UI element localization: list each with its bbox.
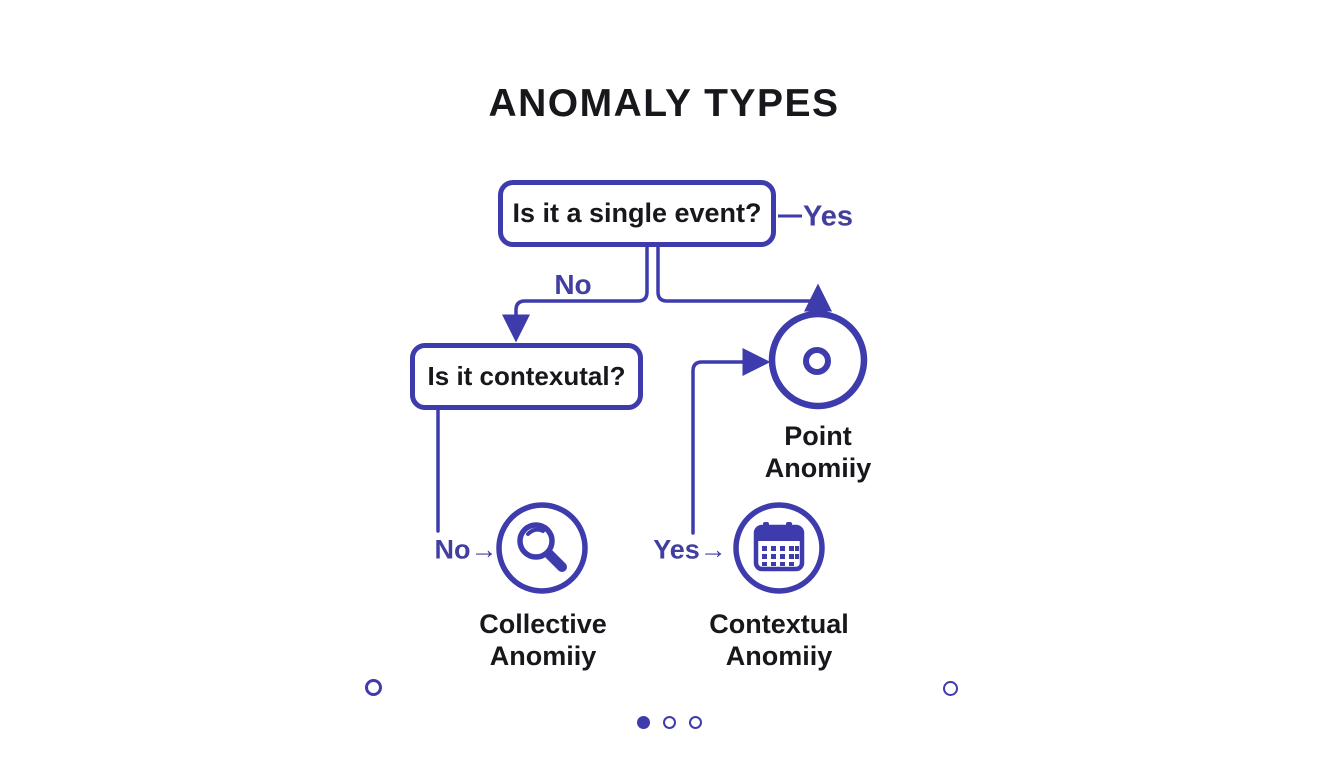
magnifier-icon: [496, 502, 588, 594]
pagination-dots: [637, 716, 702, 729]
pagination-dot-3[interactable]: [689, 716, 702, 729]
collective-anomaly-label: Collective Anomiiy: [479, 608, 607, 672]
edge-label-no-top: No: [554, 269, 592, 300]
question-box-contextual-label: Is it contexutal?: [427, 361, 626, 391]
page-title: ANOMALY TYPES: [488, 82, 840, 125]
decorative-circle-left: [365, 679, 382, 696]
point-anomaly-label-line1: Point: [784, 421, 852, 451]
question-box-single-event-label: Is it a single event?: [512, 198, 762, 228]
contextual-anomaly-label-line2: Anomiiy: [725, 641, 833, 671]
question-box-contextual: Is it contexutal?: [410, 343, 643, 410]
edge-label-no-bottom: No→: [434, 534, 498, 565]
edge-point-side: [691, 348, 771, 535]
collective-anomaly-label-line2: Anomiiy: [489, 641, 597, 671]
decorative-circle-right: [943, 681, 958, 696]
point-anomaly-label-line2: Anomiiy: [764, 453, 872, 483]
calendar-grid: [762, 546, 799, 566]
edge-label-yes-bottom: Yes→: [653, 534, 727, 565]
contextual-anomaly-label: Contextual Anomiiy: [709, 608, 849, 672]
pagination-dot-2[interactable]: [663, 716, 676, 729]
edge-label-yes-top: Yes: [803, 200, 853, 233]
edge-no-branch: [502, 245, 649, 343]
point-circle-icon: [768, 310, 868, 410]
edge-point-branch: [656, 245, 832, 312]
question-box-single-event: Is it a single event?: [498, 180, 776, 247]
collective-anomaly-label-line1: Collective: [479, 609, 607, 639]
pagination-dot-1[interactable]: [637, 716, 650, 729]
contextual-anomaly-label-line1: Contextual: [709, 609, 849, 639]
point-anomaly-label: Point Anomiiy: [765, 420, 872, 484]
calendar-icon: [733, 502, 825, 594]
